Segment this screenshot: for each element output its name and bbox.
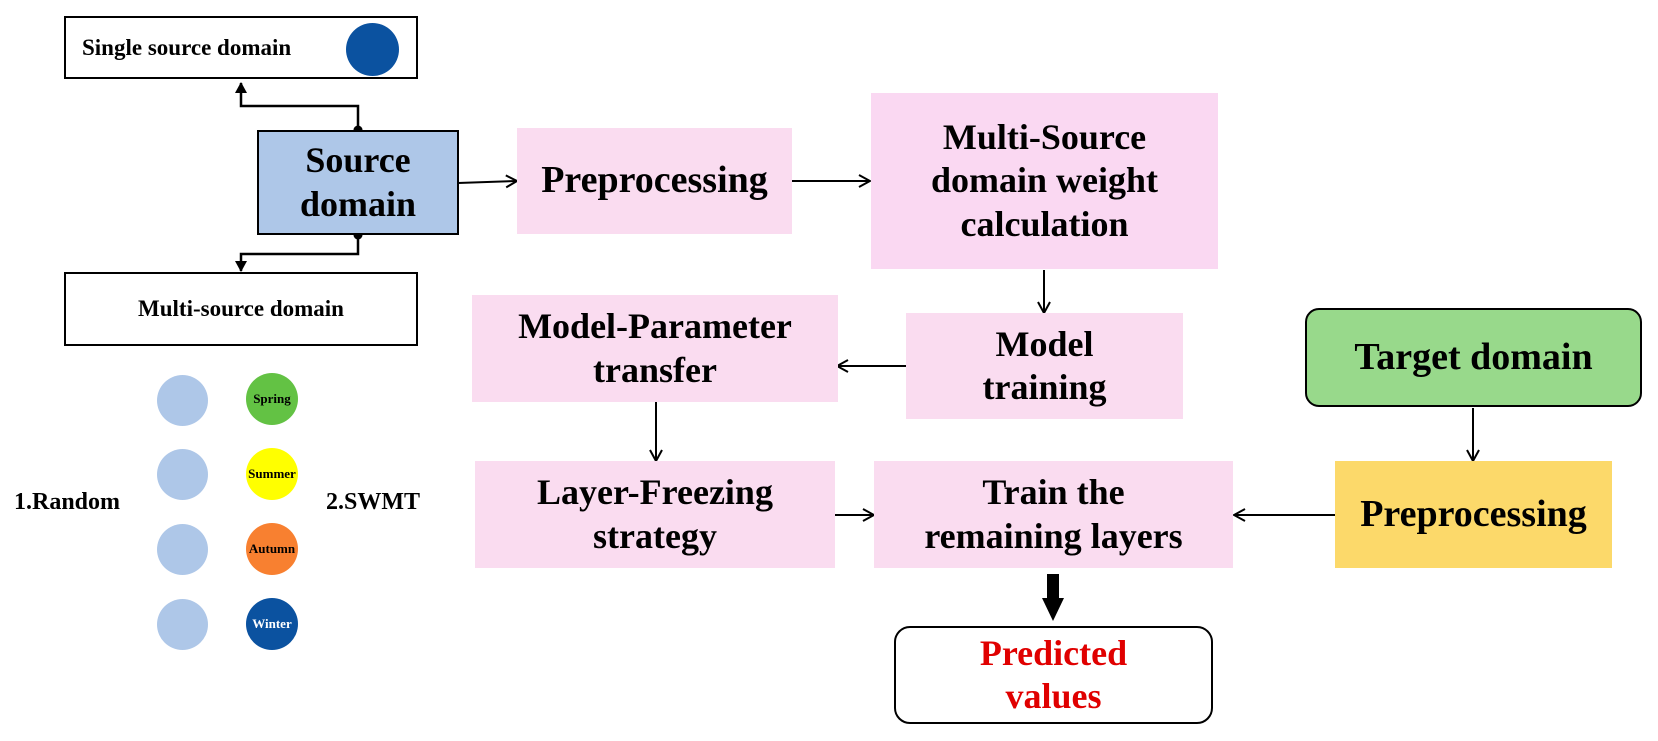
preprocessing-box: Preprocessing bbox=[517, 128, 792, 234]
source-to-preprocessing-arrow bbox=[457, 181, 517, 183]
train-remaining-box: Train the remaining layers bbox=[874, 461, 1233, 568]
winter-dot: Winter bbox=[246, 598, 298, 650]
output-arrow-head bbox=[1042, 598, 1064, 621]
layer-freezing-box: Layer-Freezing strategy bbox=[475, 461, 835, 568]
target-domain-box: Target domain bbox=[1305, 308, 1642, 407]
layer-freezing-label: Layer-Freezing strategy bbox=[537, 472, 773, 556]
weight-calculation-label: Multi-Source domain weight calculation bbox=[930, 117, 1159, 244]
winter-label: Winter bbox=[252, 616, 292, 631]
source-domain-label: Source domain bbox=[299, 140, 417, 224]
source-to-single-arrow bbox=[235, 82, 360, 130]
random-dot-2 bbox=[157, 449, 208, 500]
target-domain-label: Target domain bbox=[1354, 335, 1593, 378]
weight-calculation-box: Multi-Source domain weight calculation bbox=[871, 93, 1218, 269]
multi-source-label: Multi-source domain bbox=[138, 296, 344, 322]
single-source-box: Single source domain bbox=[64, 16, 418, 79]
random-strategy-label: 1.Random bbox=[14, 489, 121, 515]
autumn-dot: Autumn bbox=[246, 523, 298, 575]
preprocessing-label: Preprocessing bbox=[541, 159, 768, 202]
predicted-values-label: Predicted values bbox=[979, 632, 1128, 716]
model-training-label: Model training bbox=[982, 323, 1107, 407]
model-training-box: Model training bbox=[906, 313, 1183, 419]
train-remaining-label: Train the remaining layers bbox=[924, 472, 1183, 556]
summer-dot: Summer bbox=[246, 448, 298, 500]
random-dot-4 bbox=[157, 599, 208, 650]
parameter-transfer-box: Model-Parameter transfer bbox=[472, 295, 838, 402]
target-preprocessing-label: Preprocessing bbox=[1360, 492, 1587, 535]
output-arrow-shaft bbox=[1047, 574, 1059, 598]
summer-label: Summer bbox=[248, 466, 296, 481]
single-source-dot bbox=[346, 23, 399, 76]
parameter-transfer-label: Model-Parameter transfer bbox=[518, 306, 792, 390]
source-to-multi-arrow bbox=[235, 235, 360, 272]
random-dot-3 bbox=[157, 524, 208, 575]
single-source-label: Single source domain bbox=[82, 34, 292, 60]
random-dot-1 bbox=[157, 375, 208, 426]
spring-dot: Spring bbox=[246, 373, 298, 425]
source-domain-box: Source domain bbox=[257, 130, 459, 235]
multi-source-box: Multi-source domain bbox=[64, 272, 418, 346]
target-preprocessing-box: Preprocessing bbox=[1335, 461, 1612, 568]
autumn-label: Autumn bbox=[248, 541, 296, 556]
spring-label: Spring bbox=[253, 391, 291, 406]
swmt-strategy-label: 2.SWMT bbox=[326, 489, 421, 515]
predicted-values-box: Predicted values bbox=[894, 626, 1213, 724]
